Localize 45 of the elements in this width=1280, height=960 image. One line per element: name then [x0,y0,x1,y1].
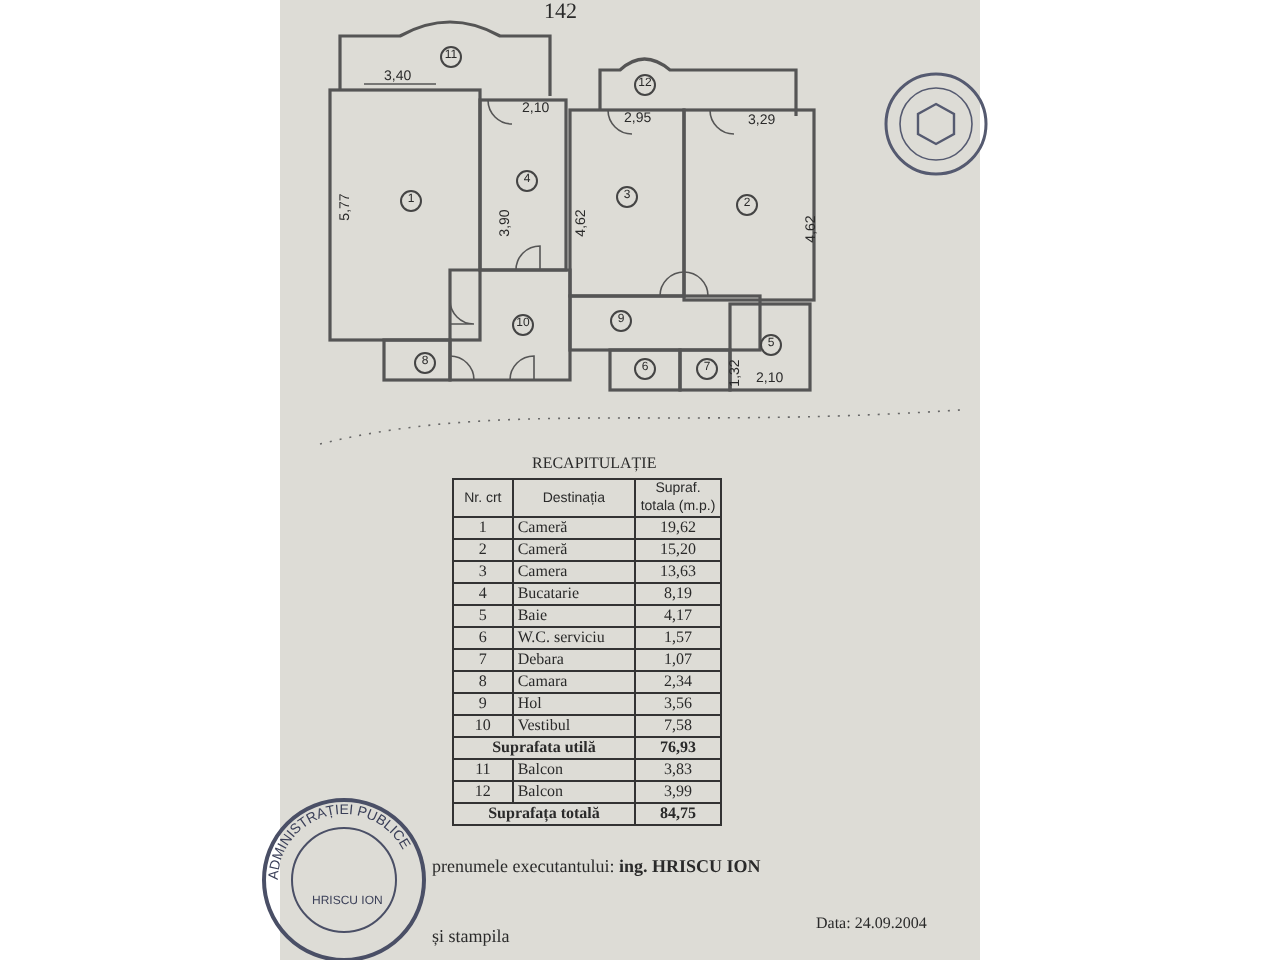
row-number: 12 [453,781,513,803]
room-name: Bucatarie [512,583,635,605]
total-value: 84,75 [635,803,721,825]
row-number: 6 [453,627,513,649]
room-name: Balcon [512,759,635,781]
area-value: 2,34 [635,671,721,693]
executant-text: prenumele executantului: ing. HRISCU ION [432,858,761,876]
area-value: 13,63 [635,561,721,583]
total-value: 76,93 [635,737,721,759]
area-value: 4,17 [635,605,721,627]
total-label: Suprafata utilă [453,737,635,759]
area-value: 15,20 [635,539,721,561]
row-number: 11 [453,759,513,781]
sheet-number: 142 [544,2,577,24]
area-value: 1,57 [635,627,721,649]
row-number: 9 [453,693,513,715]
row-number: 3 [453,561,513,583]
row-number: 4 [453,583,513,605]
area-value: 3,99 [635,781,721,803]
area-value: 3,83 [635,759,721,781]
date-text: Data: 24.09.2004 [816,916,927,932]
room-name: Cameră [512,517,635,539]
row-number: 7 [453,649,513,671]
row-number: 2 [453,539,513,561]
room-name: Baie [512,605,635,627]
row-number: 5 [453,605,513,627]
area-value: 1,07 [635,649,721,671]
room-name: Camara [512,671,635,693]
row-number: 1 [453,517,513,539]
row-number: 10 [453,715,513,737]
area-value: 19,62 [635,517,721,539]
room-name: Debara [512,649,635,671]
room-name: Balcon [512,781,635,803]
area-value: 3,56 [635,693,721,715]
signature-text: și stampila [432,928,510,946]
room-name: Vestibul [512,715,635,737]
area-value: 8,19 [635,583,721,605]
room-name: W.C. serviciu [512,627,635,649]
room-name: Hol [512,693,635,715]
area-value: 7,58 [635,715,721,737]
room-name: Camera [512,561,635,583]
table-title: RECAPITULAȚIE [532,456,657,472]
room-name: Cameră [512,539,635,561]
row-number: 8 [453,671,513,693]
total-label: Suprafața totală [453,803,635,825]
